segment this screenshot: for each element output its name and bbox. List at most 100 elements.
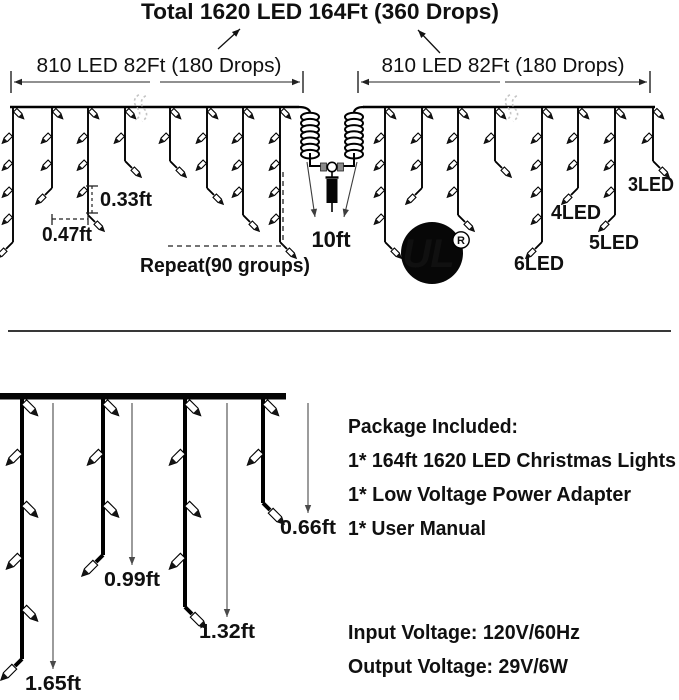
drop-wire-bend (242, 214, 251, 223)
led-bulb (373, 159, 386, 172)
led-bulb (21, 399, 39, 417)
drop-wire-bend (652, 160, 661, 169)
title-arrow-right-head (418, 30, 426, 38)
lead-arrow-right-head (342, 208, 349, 217)
led-bulb (603, 159, 616, 172)
led-bulb-tip (198, 620, 207, 629)
lead-arrow-left-head (310, 208, 318, 217)
led-bulb (231, 159, 244, 172)
led-bulb-tip (111, 408, 119, 416)
led-bulb-tip (411, 137, 417, 144)
led-bulb (76, 159, 89, 172)
led-bulb-tip (169, 561, 177, 570)
led-bulb (1, 186, 14, 199)
package-heading: Package Included: (348, 416, 518, 438)
registered-mark-circle (452, 231, 470, 249)
connector-ring (326, 161, 338, 173)
break-mark-curve (140, 95, 148, 123)
led-bulb-tip (531, 218, 537, 225)
led-bulb-tip (583, 113, 589, 119)
drop-wire-bend (534, 241, 543, 250)
led-bulb-tip (193, 408, 201, 416)
break-mark-curve (133, 94, 141, 122)
led-bulb (446, 132, 459, 145)
led-bulb-tip (285, 113, 291, 119)
led-bulb (76, 132, 89, 145)
led-bulb (12, 107, 25, 120)
wire-break-marks (133, 94, 519, 123)
bottom-wire-bar (0, 393, 286, 400)
output-voltage: Output Voltage: 29V/6W (348, 656, 568, 678)
led-bulb-tip (447, 164, 453, 171)
repeat-group-box (168, 172, 284, 247)
led-bulb-tip (2, 137, 8, 144)
adapter-body (326, 179, 338, 203)
led-bulb-bottom (189, 611, 208, 630)
led-bulb-tip (468, 225, 475, 232)
led-bulb-tip (193, 509, 201, 518)
bottom-drop: 0.99ft (80, 399, 160, 591)
led-bulb (5, 448, 23, 467)
led-bulb (102, 500, 120, 519)
led-bulb-tip (212, 113, 218, 119)
led-bulb (384, 107, 397, 120)
led-bulb-tip (531, 191, 537, 198)
power-plug (320, 161, 344, 212)
registered-mark-text: R (457, 235, 465, 247)
led-bulb-tip (30, 613, 38, 622)
led-bulb (124, 107, 137, 120)
led-bulb-tip (114, 137, 120, 144)
led-bulb-tip (525, 252, 532, 259)
led-bulb (168, 552, 186, 571)
drop-length-arrow-head (128, 557, 136, 565)
led-bulb-bottom (0, 247, 8, 260)
led-spacing-label: 0.33ft (100, 189, 152, 211)
led-bulb-tip (663, 171, 670, 178)
led-bulb (373, 213, 386, 226)
led-bulb-bottom (80, 559, 99, 578)
led-bulb (373, 186, 386, 199)
led-bulb (87, 107, 100, 120)
led-bulb (242, 107, 255, 120)
led-bulb-tip (30, 509, 38, 518)
drop-length-arrow-head (49, 661, 57, 669)
led-bulb (5, 552, 23, 571)
led-bulb-tip (175, 113, 181, 119)
led-bulb-tip (2, 164, 8, 171)
led-bulb-tip (135, 171, 142, 178)
led-bulb-tip (2, 191, 8, 198)
package-item-2: 1* Low Voltage Power Adapter (348, 484, 631, 506)
led-bulb (446, 186, 459, 199)
title-arrows (217, 28, 441, 54)
led-bulb-tip (6, 561, 14, 570)
coil-stem (352, 105, 365, 114)
led-bulb-tip (567, 164, 573, 171)
repeat-label: Repeat(90 groups) (140, 255, 310, 277)
led-bulb-body (0, 247, 8, 260)
led-bulb-tip (77, 164, 83, 171)
led-bulb-bottom (0, 663, 18, 682)
led-bulb-tip (248, 113, 254, 119)
led-bulb (410, 159, 423, 172)
drop-spacing-label: 0.47ft (42, 224, 92, 246)
led-bulb (530, 159, 543, 172)
led-bulb (195, 159, 208, 172)
label-3led: 3LED (628, 174, 674, 196)
led-bulb-tip (6, 457, 14, 466)
dim-arrow-head (361, 78, 369, 86)
right-section-drops (373, 107, 671, 260)
led-bulb (410, 132, 423, 145)
led-bulb-tip (290, 252, 297, 259)
led-bulb-tip (642, 137, 648, 144)
drop-wire-bend (169, 160, 178, 169)
left-section-label: 810 LED 82Ft (180 Drops) (37, 55, 282, 77)
led-bulb (51, 107, 64, 120)
led-bulb (577, 107, 590, 120)
break-mark-curve (504, 94, 512, 122)
led-bulb-bottom (285, 247, 298, 260)
led-bulb (102, 399, 120, 417)
led-bulb (206, 107, 219, 120)
led-bulb (184, 399, 202, 417)
led-bulb (268, 132, 281, 145)
led-bulb (603, 132, 616, 145)
